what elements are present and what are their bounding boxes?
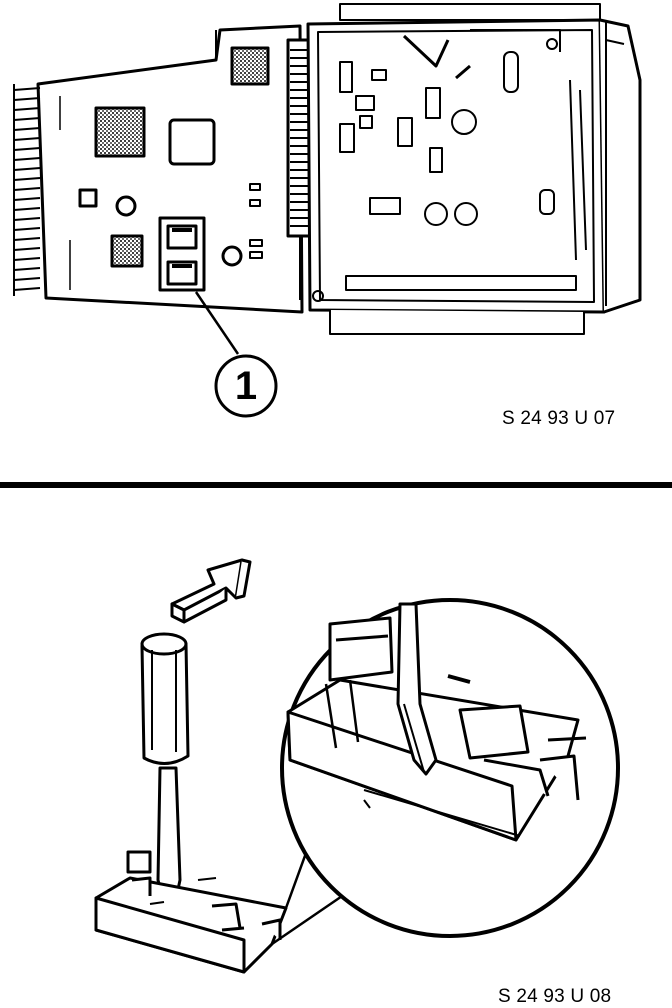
arrow-up-right-icon <box>170 558 252 624</box>
callout-leader-line <box>194 291 240 355</box>
circuit-board-assembly-icon <box>13 3 642 355</box>
chip-top-shaded <box>230 46 270 86</box>
retaining-clip-icon <box>94 850 288 974</box>
left-circuit-board <box>13 24 304 314</box>
edge-connector <box>13 84 41 296</box>
right-circuit-board <box>306 3 642 335</box>
chip-small <box>78 188 98 208</box>
callout-number: 1 <box>234 364 258 408</box>
retaining-clip-icon <box>158 216 206 292</box>
chip-large <box>168 118 216 166</box>
magnified-detail-circle-icon <box>280 598 620 938</box>
chip-small-shaded <box>110 234 144 268</box>
capacitor <box>221 245 243 267</box>
figure-code-bottom: S 24 93 U 08 <box>498 986 612 1007</box>
figure-code-top: S 24 93 U 07 <box>502 408 616 429</box>
panel-divider <box>0 482 672 488</box>
capacitor <box>115 195 137 217</box>
callout-circle <box>214 354 278 418</box>
chip-large-shaded <box>94 106 146 158</box>
